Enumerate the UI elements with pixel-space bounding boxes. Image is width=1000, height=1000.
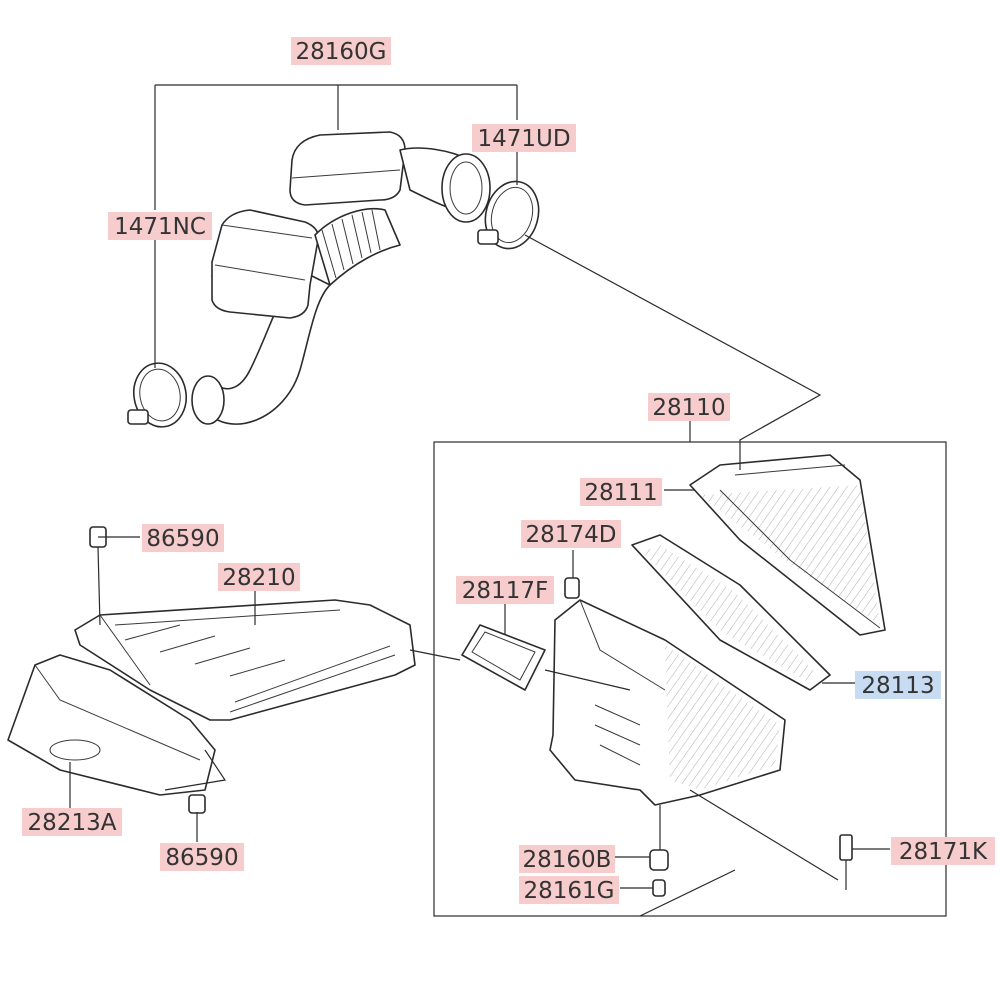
callout-text: 28210 — [222, 565, 295, 591]
callout-box — [648, 393, 730, 421]
callout-text: 28113 — [861, 673, 934, 699]
callout-text: 28160B — [523, 847, 612, 873]
callout-box — [521, 520, 621, 548]
callout-28174D: 28174D — [521, 520, 621, 548]
leader-lines — [69, 84, 890, 917]
callout-28160G: 28160G — [291, 37, 391, 65]
callout-box — [108, 212, 212, 240]
callout-text: 1471NC — [114, 214, 206, 240]
callout-box — [22, 808, 122, 836]
callout-text: 86590 — [165, 845, 238, 871]
callout-28171K: 28171K — [891, 837, 995, 865]
callout-28210: 28210 — [218, 563, 300, 591]
callout-1471NC: 1471NC — [108, 212, 212, 240]
callout-box — [160, 843, 244, 871]
callout-box — [218, 563, 300, 591]
callout-86590a: 86590 — [142, 524, 224, 552]
intake-hose-assembly — [127, 131, 540, 428]
callout-box — [456, 576, 554, 604]
callout-box — [855, 671, 941, 699]
callout-text: 28213A — [28, 810, 117, 836]
callout-box — [291, 37, 391, 65]
callout-28113: 28113 — [855, 671, 941, 699]
callout-text: 28160G — [296, 39, 387, 65]
callout-box — [891, 837, 995, 865]
callout-28161G: 28161G — [519, 876, 619, 904]
callout-labels: 28160G 1471UD 1471NC 28110 28111 86590 28174D 2… — [22, 37, 995, 904]
callout-text: 28110 — [652, 395, 725, 421]
callout-box — [519, 876, 619, 904]
callout-text: 28117F — [462, 578, 548, 604]
callout-86590b: 86590 — [160, 843, 244, 871]
callout-text: 1471UD — [477, 126, 570, 152]
callout-box — [580, 478, 662, 506]
callout-28111: 28111 — [580, 478, 662, 506]
callout-text: 86590 — [146, 526, 219, 552]
callout-text: 28174D — [526, 522, 617, 548]
callout-28213A: 28213A — [22, 808, 122, 836]
callout-text: 28161G — [524, 878, 615, 904]
air-duct-assembly — [7, 526, 416, 814]
callout-text: 28111 — [584, 480, 657, 506]
callout-text: 28171K — [899, 839, 988, 865]
callout-box — [142, 524, 224, 552]
callout-28110: 28110 — [648, 393, 730, 421]
air-cleaner-assembly — [433, 441, 947, 917]
callout-box — [472, 124, 576, 152]
callout-box — [519, 845, 615, 873]
callout-1471UD: 1471UD — [472, 124, 576, 152]
callout-28160B: 28160B — [519, 845, 615, 873]
callout-28117F: 28117F — [456, 576, 554, 604]
